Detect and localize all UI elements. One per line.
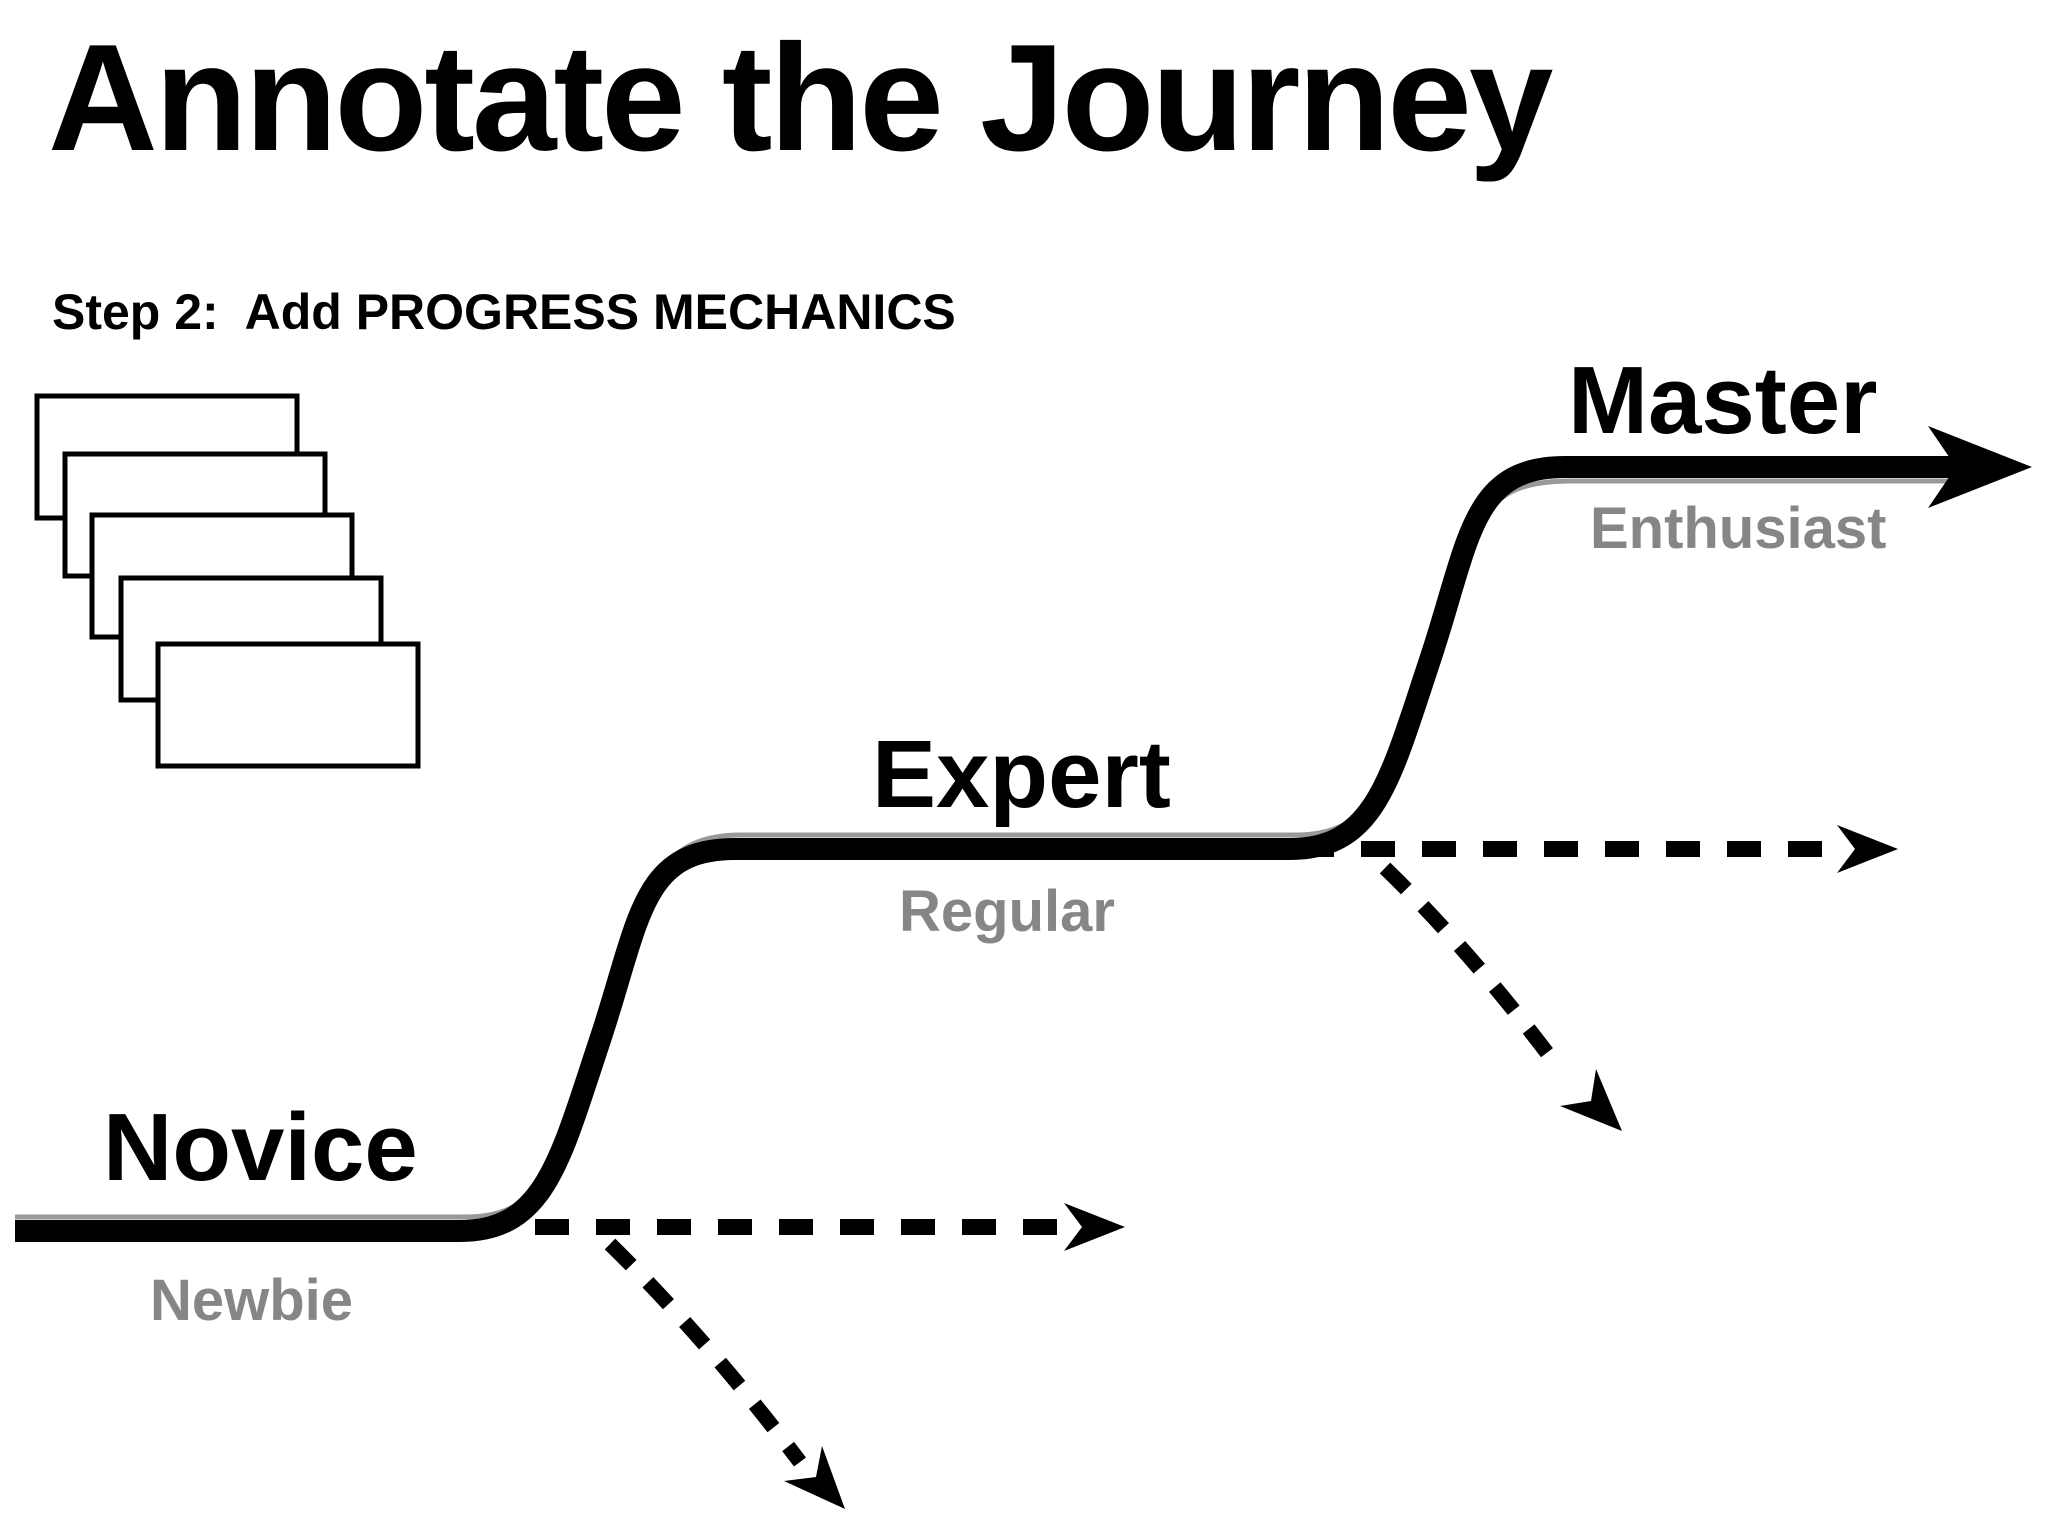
step-label: Step 2: Add PROGRESS MECHANICS — [52, 284, 956, 340]
stage-label-expert: Expert — [872, 721, 1171, 828]
dashed-arrow-down-right-head — [1560, 1069, 1622, 1131]
stage-label-master: Master — [1568, 347, 1877, 454]
persona-label-enthusiast: Enthusiast — [1590, 496, 1887, 561]
dashed-arrow-down-right-icon — [1379, 862, 1567, 1075]
stage-label-novice: Novice — [103, 1094, 418, 1201]
dashed-arrow-down-right-icon — [604, 1238, 806, 1467]
dashed-arrow-right-head — [1064, 1203, 1125, 1251]
card-5 — [155, 641, 421, 769]
journey-path — [15, 456, 1962, 1242]
persona-label-regular: Regular — [899, 879, 1115, 944]
dashed-arrow-down-right-head — [784, 1446, 845, 1509]
stacked-cards-icon — [34, 393, 421, 769]
dashed-arrow-right-head — [1837, 825, 1898, 873]
page-title: Annotate the Journey — [48, 13, 1553, 183]
persona-label-newbie: Newbie — [150, 1268, 353, 1333]
arrow-right-icon — [1928, 426, 2032, 508]
